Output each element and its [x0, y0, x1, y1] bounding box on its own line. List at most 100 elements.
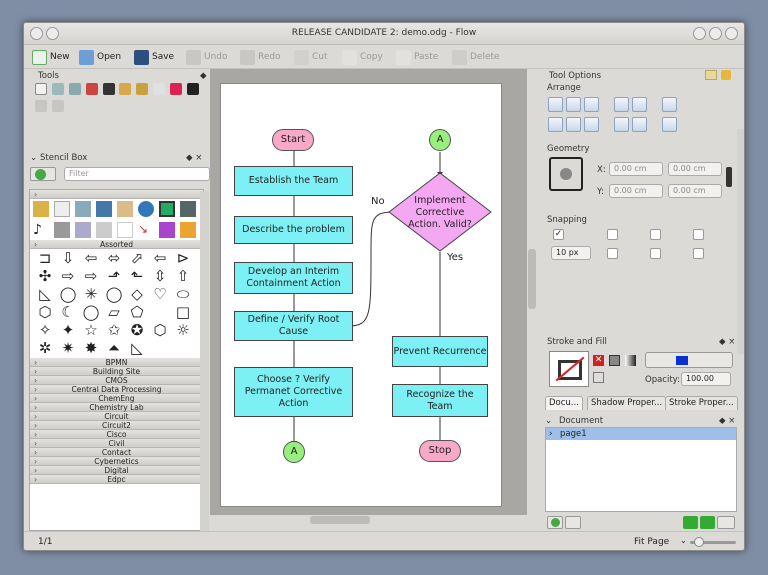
tree-row-page1[interactable]: › page1 [546, 428, 736, 440]
stencil-shape-icon[interactable]: ✦ [61, 321, 75, 339]
stencil-shape-icon[interactable]: ⬡ [153, 321, 167, 339]
checkbox-stencil-icon[interactable] [159, 201, 175, 217]
stencil-category[interactable]: Circuit2 [30, 421, 203, 430]
stencil-shape-icon[interactable]: ✲ [38, 339, 52, 357]
stencil-favorites-header[interactable] [30, 190, 203, 199]
stencil-shape-icon[interactable]: ⇦ [153, 249, 167, 267]
snap-intersection-checkbox[interactable] [607, 248, 618, 259]
stencil-shape-icon[interactable]: ☾ [61, 303, 75, 321]
align-center-button[interactable] [566, 97, 581, 112]
stroke-fill-preview[interactable] [549, 351, 589, 387]
stencil-shape-icon[interactable]: ✧ [38, 321, 52, 339]
stencil-category[interactable]: Cisco [30, 430, 203, 439]
stencil-category[interactable]: BPMN [30, 358, 203, 367]
connector-a-top[interactable]: A [429, 129, 451, 151]
snap-distance-input[interactable]: 10 px [551, 246, 591, 260]
flow-step[interactable]: Develop an Interim Containment Action [234, 262, 353, 294]
delete-button[interactable]: Delete [452, 49, 500, 65]
stroke-fill-float-icon[interactable]: ◆ × [719, 337, 736, 347]
snap-bbox-checkbox[interactable] [693, 229, 704, 240]
stencil-category[interactable]: Civil [30, 439, 203, 448]
stencil-shape-icon[interactable]: ✣ [38, 267, 52, 285]
stencil-shape-icon[interactable]: ⊐ [38, 249, 52, 267]
folder-icon[interactable] [705, 70, 717, 80]
tools-float-icon[interactable]: ◆ [200, 71, 207, 81]
brush-tool-icon[interactable] [136, 83, 149, 95]
flow-step[interactable]: Recognize the Team [392, 384, 488, 417]
stencil-shape-icon[interactable]: ◯ [82, 303, 100, 321]
connector-a-bottom[interactable]: A [283, 441, 305, 463]
lower-button[interactable] [632, 97, 647, 112]
x-position-input[interactable]: 0.00 cm [609, 162, 663, 176]
chevron-down-icon[interactable]: ⌄ [680, 536, 687, 545]
copy-button[interactable]: Copy [342, 49, 383, 65]
undo-button[interactable]: Undo [186, 49, 228, 65]
y-position-input[interactable]: 0.00 cm [609, 184, 663, 198]
add-stencil-button[interactable] [30, 167, 56, 181]
stencil-shape-icon[interactable]: ☆ [84, 321, 98, 339]
stencil-shape-icon[interactable]: ◯ [59, 285, 77, 303]
stencil-shape-icon[interactable]: ⇩ [61, 249, 75, 267]
lock-icon[interactable] [721, 70, 731, 80]
zoom-icon[interactable] [35, 100, 47, 112]
canvas-horizontal-scrollbar[interactable] [210, 515, 527, 525]
open-button[interactable]: Open [79, 49, 121, 65]
canvas-area[interactable]: Start A Establish the Team Describe the … [210, 69, 527, 515]
aspect-lock-icon[interactable] [726, 167, 732, 187]
stencil-shape-icon[interactable]: ⇦ [84, 249, 98, 267]
anchor-selector[interactable] [549, 157, 583, 191]
bezier-tool-icon[interactable] [68, 83, 81, 95]
document-collapse-icon[interactable]: ⌄ [545, 416, 553, 426]
pattern-icon[interactable] [593, 372, 604, 383]
width-input[interactable]: 0.00 cm [668, 162, 722, 176]
stencil-category[interactable]: Circuit [30, 412, 203, 421]
tab-stroke-properties[interactable]: Stroke Proper... [665, 396, 738, 410]
send-back-button[interactable] [632, 117, 647, 132]
app-menu-icon[interactable] [30, 27, 43, 40]
stencil-shape-icon[interactable]: ⇧ [176, 267, 190, 285]
move-up-button[interactable] [683, 516, 698, 529]
opacity-input[interactable]: 100.00 [681, 372, 731, 386]
folder-icon[interactable] [180, 222, 196, 238]
text-tool-icon[interactable] [153, 83, 166, 95]
stencil-shape-icon[interactable]: ⇨ [61, 267, 75, 285]
stencil-shape-icon[interactable]: ⬀ [130, 249, 144, 267]
stencil-shape-icon[interactable]: ✪ [130, 321, 144, 339]
pattern-tool-icon[interactable] [186, 83, 199, 95]
stencil-shape-icon[interactable]: ✳ [84, 285, 98, 303]
pin-icon[interactable] [46, 27, 59, 40]
hscroll-thumb[interactable] [310, 516, 370, 524]
snap-orthogonal-checkbox[interactable] [693, 248, 704, 259]
stencil-category[interactable]: Building Site [30, 367, 203, 376]
flow-step[interactable]: Choose ? Verify Permanet Corrective Acti… [234, 367, 353, 417]
stencil-shape-icon[interactable]: ⬭ [176, 285, 190, 303]
group-button[interactable] [662, 97, 677, 112]
stencil-shape-icon[interactable]: ⏶ [107, 339, 120, 357]
stencil-shape-icon[interactable]: ♡ [153, 285, 167, 303]
align-left-button[interactable] [548, 97, 563, 112]
stencil-shape-icon[interactable]: ✷ [61, 339, 75, 357]
decision-diamond[interactable] [388, 172, 492, 252]
save-button[interactable]: Save [134, 49, 174, 65]
stencil-category[interactable]: Chemistry Lab [30, 403, 203, 412]
flow-step[interactable]: Describe the problem [234, 216, 353, 244]
stencil-shape-icon[interactable]: □ [175, 303, 191, 321]
stencil-category[interactable]: Central Data Processing [30, 385, 203, 394]
stencil-icon[interactable] [33, 201, 49, 217]
stop-node[interactable]: Stop [419, 440, 461, 462]
pencil-tool-icon[interactable] [85, 83, 98, 95]
paste-button[interactable]: Paste [396, 49, 438, 65]
snap-guide-checkbox[interactable] [650, 229, 661, 240]
stencil-category[interactable]: Edpc [30, 475, 203, 484]
stencil-icon[interactable] [159, 222, 175, 238]
stencil-icon[interactable] [54, 201, 70, 217]
snap-extension-checkbox[interactable] [650, 248, 661, 259]
stencil-shape-icon[interactable]: ⊳ [176, 249, 190, 267]
stencil-icon[interactable] [75, 201, 91, 217]
stencil-shape-icon[interactable]: ☼ [176, 321, 190, 339]
stencil-category-assorted[interactable]: Assorted [30, 240, 203, 249]
zoom-tool-icon[interactable] [119, 83, 132, 95]
close-icon[interactable] [725, 27, 738, 40]
stencil-shape-icon[interactable]: ◺ [131, 339, 143, 357]
no-color-icon[interactable]: ✕ [593, 355, 604, 366]
